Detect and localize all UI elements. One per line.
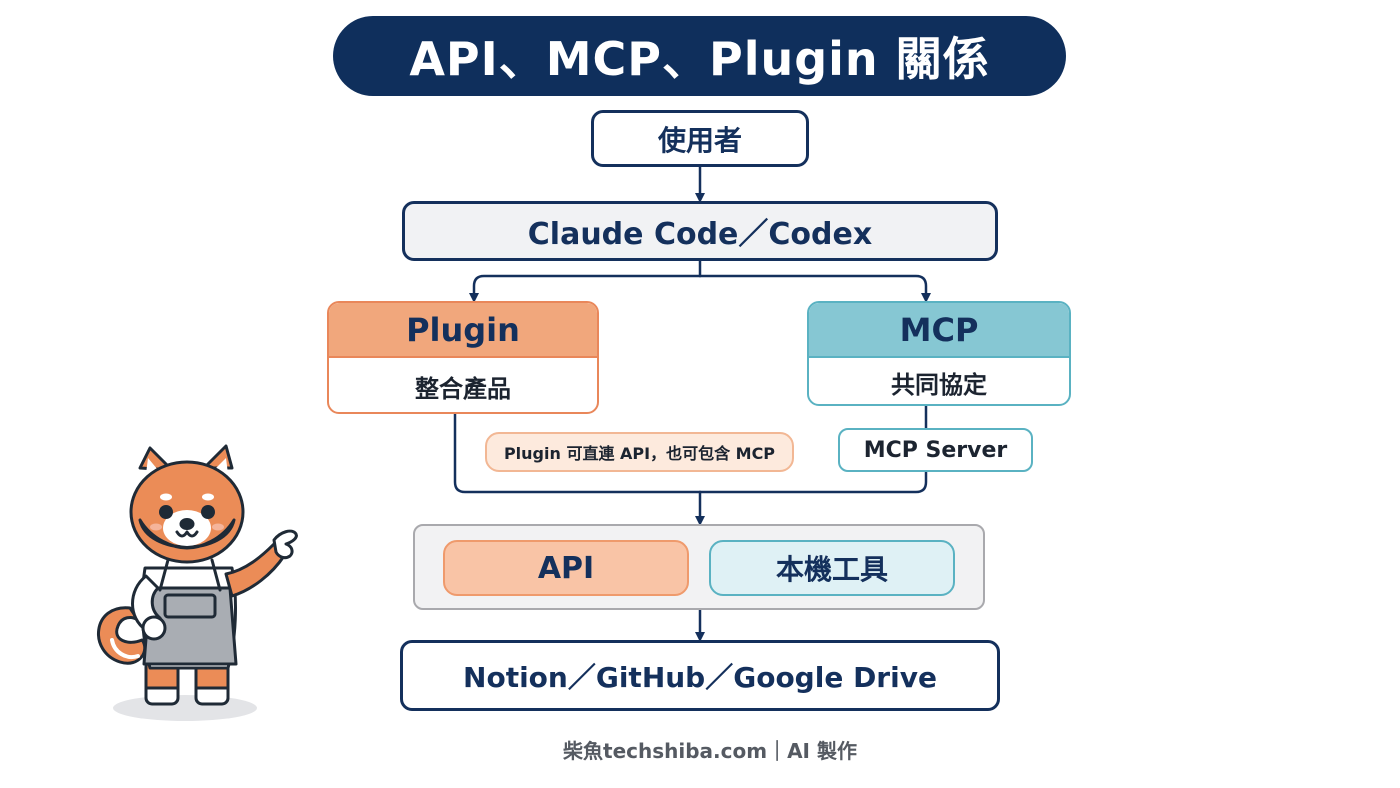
arrow-client-to-plugin (469, 274, 702, 303)
shiba-mascot-icon (96, 444, 298, 721)
mcp-node-title: MCP (809, 303, 1069, 358)
page-title: API、MCP、Plugin 關係 (333, 16, 1066, 96)
footer-credit: 柴魚techshiba.com｜AI 製作 (563, 738, 857, 763)
arrow-client-to-mcp (698, 274, 931, 303)
mcp-node: MCP 共同協定 (807, 301, 1071, 406)
api-node: API (443, 540, 689, 596)
connector-lines (453, 165, 931, 642)
client-node: Claude Code／Codex (402, 201, 998, 261)
local-tools-node: 本機工具 (709, 540, 955, 596)
plugin-note: Plugin 可直連 API，也可包含 MCP (485, 432, 794, 472)
mcp-node-subtitle: 共同協定 (891, 370, 987, 399)
services-node: Notion／GitHub／Google Drive (400, 640, 1000, 711)
user-node: 使用者 (591, 110, 809, 167)
plugin-node-title: Plugin (329, 303, 597, 358)
line-server-down (698, 470, 928, 494)
line-plugin-down (453, 412, 702, 494)
plugin-node-subtitle: 整合產品 (415, 374, 511, 403)
mcp-server-node: MCP Server (838, 428, 1033, 472)
plugin-node: Plugin 整合產品 (327, 301, 599, 414)
